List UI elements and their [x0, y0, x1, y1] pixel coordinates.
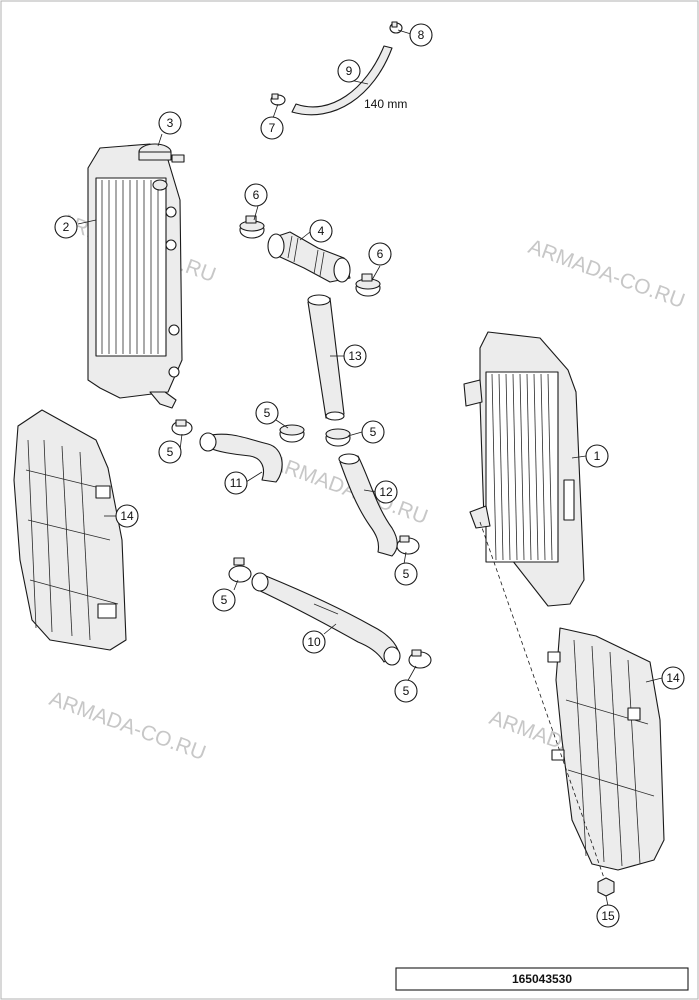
- curved-hose-12: [338, 453, 398, 557]
- callout-13: 13: [343, 344, 367, 368]
- callout-1: 1: [585, 444, 609, 468]
- svg-text:1: 1: [594, 449, 601, 463]
- clamp-5-e: [228, 557, 252, 583]
- svg-text:5: 5: [167, 445, 174, 459]
- curved-hose-11: [199, 432, 283, 483]
- watermark: ARMADA-CO.RU: [525, 235, 687, 313]
- callout-12: 12: [374, 480, 398, 504]
- callout-5-c: 5: [361, 420, 385, 444]
- callout-6-lower: 6: [368, 242, 392, 266]
- callout-3: 3: [158, 111, 182, 135]
- svg-text:3: 3: [167, 116, 174, 130]
- nut-15: [597, 877, 615, 897]
- callout-5-a: 5: [158, 440, 182, 464]
- callout-15: 15: [596, 904, 620, 928]
- svg-text:15: 15: [601, 909, 615, 923]
- svg-text:2: 2: [63, 220, 70, 234]
- callout-8: 8: [409, 23, 433, 47]
- callout-5-e: 5: [212, 588, 236, 612]
- svg-text:7: 7: [269, 121, 276, 135]
- watermark: ARMADA-CO.RU: [46, 687, 208, 765]
- callout-5-b: 5: [255, 401, 279, 425]
- svg-text:12: 12: [379, 485, 393, 499]
- svg-text:5: 5: [264, 406, 271, 420]
- svg-text:6: 6: [377, 247, 384, 261]
- left-radiator-guard: [13, 409, 127, 651]
- reference-number: 165043530: [512, 972, 572, 986]
- connector-pipe: [267, 231, 351, 283]
- right-radiator-guard: [547, 627, 665, 871]
- svg-text:5: 5: [370, 425, 377, 439]
- callout-4: 4: [309, 219, 333, 243]
- svg-text:10: 10: [307, 635, 321, 649]
- svg-text:5: 5: [221, 593, 228, 607]
- svg-text:14: 14: [666, 671, 680, 685]
- callout-14-right: 14: [661, 666, 685, 690]
- svg-text:5: 5: [403, 567, 410, 581]
- straight-pipe: [307, 294, 345, 421]
- callout-5-d: 5: [394, 562, 418, 586]
- clamp-5-c: [325, 428, 351, 447]
- callout-6-upper: 6: [244, 183, 268, 207]
- svg-text:5: 5: [403, 684, 410, 698]
- clamp-8: [389, 21, 403, 34]
- clamp-5-f: [408, 649, 432, 669]
- callout-5-f: 5: [394, 679, 418, 703]
- svg-text:8: 8: [418, 28, 425, 42]
- clamp-5-a: [171, 419, 193, 436]
- svg-text:11: 11: [230, 476, 243, 490]
- svg-text:9: 9: [346, 64, 353, 78]
- callout-10: 10: [302, 630, 326, 654]
- reference-number-box: 165043530: [395, 967, 689, 991]
- long-hose-10: [251, 572, 401, 666]
- clamp-6-upper: [239, 215, 265, 239]
- clamp-6-lower: [355, 273, 381, 297]
- overflow-hose: [291, 45, 393, 116]
- clamp-5-d: [396, 535, 420, 555]
- clamp-5-b: [279, 424, 305, 443]
- callout-7: 7: [260, 116, 284, 140]
- callout-9: 9: [337, 59, 361, 83]
- clamp-7: [270, 93, 286, 106]
- callout-11: 11: [224, 471, 248, 495]
- svg-text:6: 6: [253, 188, 260, 202]
- svg-text:4: 4: [318, 224, 325, 238]
- svg-text:13: 13: [348, 349, 362, 363]
- callout-14-left: 14: [115, 504, 139, 528]
- svg-text:14: 14: [120, 509, 134, 523]
- radiator-cap: [138, 143, 185, 163]
- callout-2: 2: [54, 215, 78, 239]
- right-radiator: [463, 331, 585, 607]
- left-radiator: [87, 143, 183, 409]
- hose-length-label: 140 mm: [364, 97, 407, 111]
